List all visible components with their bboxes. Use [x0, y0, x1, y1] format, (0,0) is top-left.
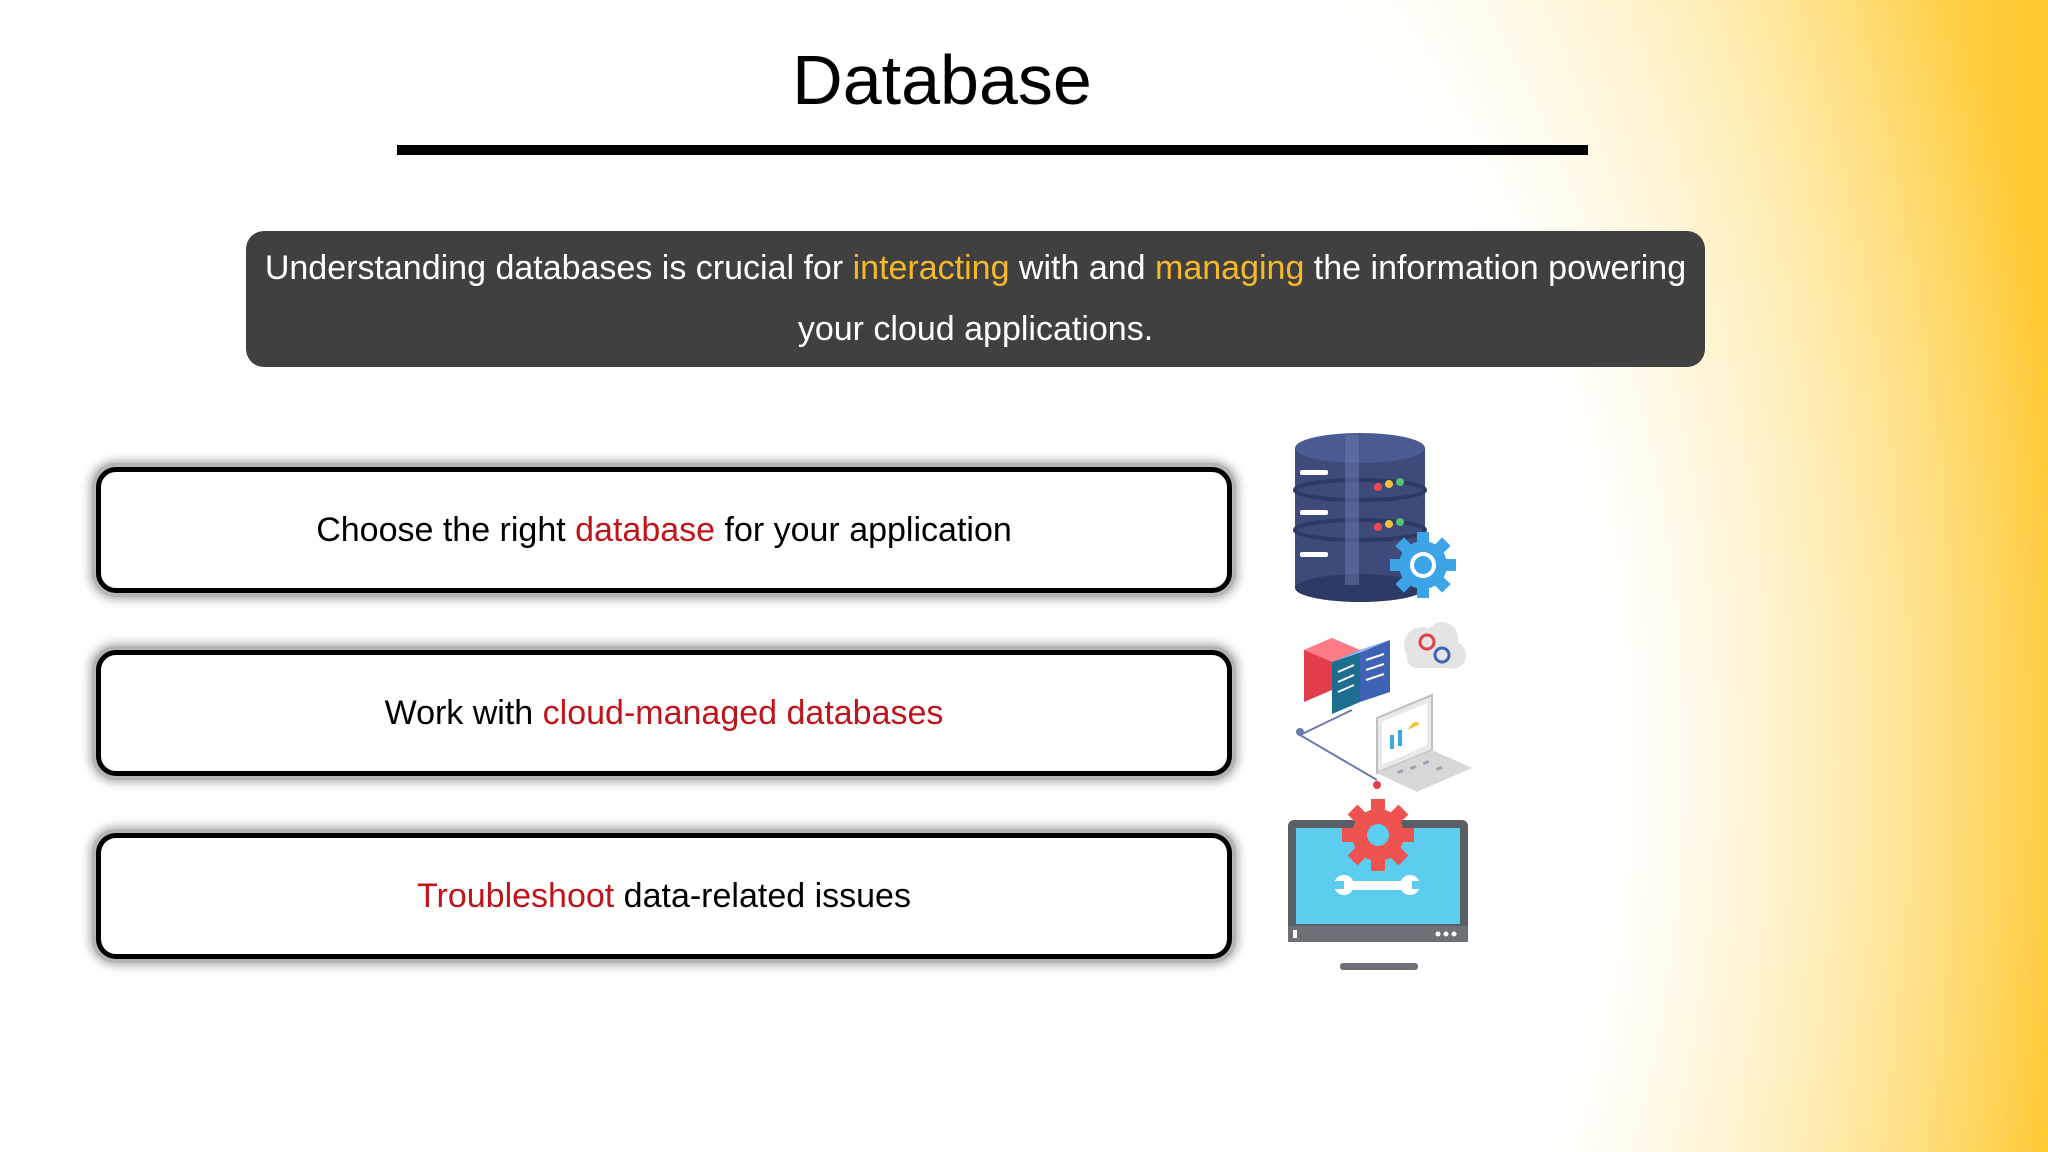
intro-part-3: the information powering your cloud appl… [797, 249, 1687, 348]
card-text-before: Choose the right [316, 510, 576, 549]
point-card-troubleshoot: Troubleshoot data-related issues [96, 833, 1232, 959]
card-text-emphasis: cloud-managed databases [542, 693, 944, 732]
point-card-cloud-managed: Work with cloud-managed databases [96, 650, 1232, 776]
card-text-after: data-related issues [614, 876, 911, 915]
intro-highlight-interacting: interacting [852, 249, 1010, 287]
card-text: Work with cloud-managed databases [385, 694, 944, 733]
card-text-emphasis: database [575, 510, 716, 549]
card-text-before: Work with [384, 693, 543, 732]
card-text: Choose the right database for your appli… [316, 511, 1012, 550]
monitor-wrench-gear-icon [1288, 799, 1468, 970]
title-underline [397, 145, 1588, 155]
card-text: Troubleshoot data-related issues [417, 877, 911, 916]
database-gear-icon [1293, 433, 1456, 602]
card-text-after: for your application [715, 510, 1012, 549]
intro-part-1: Understanding databases is crucial for [264, 249, 853, 287]
point-card-choose-database: Choose the right database for your appli… [96, 467, 1232, 593]
intro-highlight-managing: managing [1155, 249, 1305, 287]
slide-title: Database [792, 41, 1092, 119]
intro-banner: Understanding databases is crucial for i… [246, 231, 1705, 367]
intro-part-2: with and [1009, 249, 1156, 287]
server-cloud-laptop-icon [1296, 622, 1472, 792]
intro-text: Understanding databases is crucial for i… [256, 238, 1695, 360]
card-text-emphasis: Troubleshoot [417, 876, 615, 915]
